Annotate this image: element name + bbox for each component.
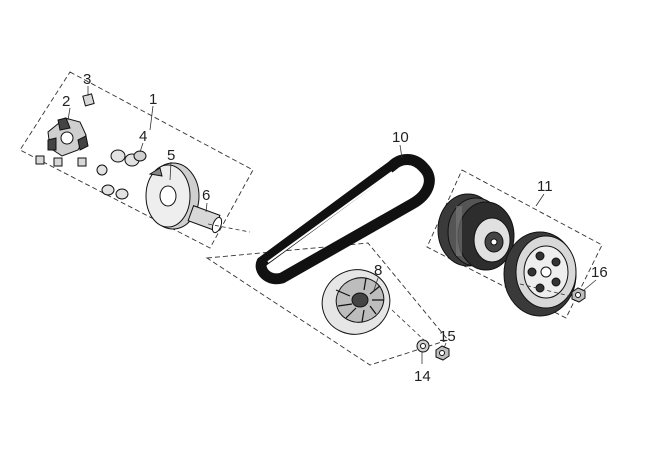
group-outline-drive-pulley	[19, 71, 254, 249]
washer-part	[416, 339, 430, 353]
drive-sleeve-part	[187, 205, 223, 234]
callout-5: 5	[167, 147, 175, 164]
clutch-bell-part	[503, 231, 577, 317]
nut-part	[435, 345, 450, 361]
callout-16: 16	[591, 264, 608, 281]
ramp-plate-part	[35, 117, 89, 167]
callout-10: 10	[392, 129, 409, 146]
movable-drive-face-part	[145, 162, 200, 230]
driven-face-part	[321, 269, 391, 335]
callout-8: 8	[374, 262, 382, 279]
callout-15: 15	[439, 328, 456, 345]
clutch-assembly-part	[437, 193, 515, 271]
drive-belt-part	[255, 154, 435, 285]
callout-11: 11	[537, 178, 553, 195]
roller-weights-part	[96, 149, 147, 200]
clutch-nut-part	[571, 287, 586, 303]
callout-2: 2	[62, 93, 70, 110]
callout-4: 4	[139, 128, 147, 145]
callout-14: 14	[414, 368, 431, 385]
callout-3: 3	[83, 71, 91, 88]
slider-block-part	[82, 93, 95, 107]
callout-1: 1	[149, 91, 157, 108]
group-outline-belt-driven	[205, 242, 449, 366]
callout-6: 6	[202, 187, 210, 204]
leader-lines	[67, 86, 597, 364]
